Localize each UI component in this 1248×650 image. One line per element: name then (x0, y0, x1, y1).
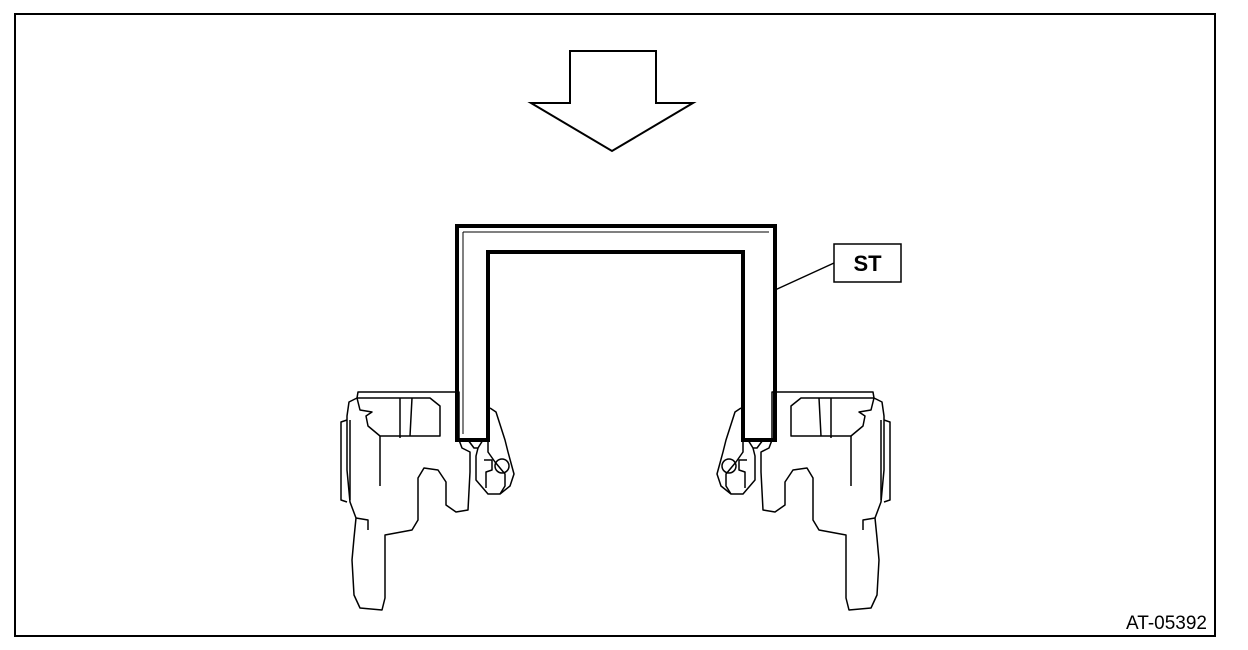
left-housing (340, 391, 515, 611)
tool-label-box: ST (833, 243, 902, 283)
special-tool (455, 224, 777, 442)
diagram-frame (14, 13, 1216, 637)
press-down-arrow-icon (527, 50, 697, 153)
tool-label: ST (853, 251, 882, 276)
tool-leader-line (774, 262, 835, 291)
right-housing (716, 391, 891, 611)
figure-code: AT-05392 (1126, 613, 1207, 634)
